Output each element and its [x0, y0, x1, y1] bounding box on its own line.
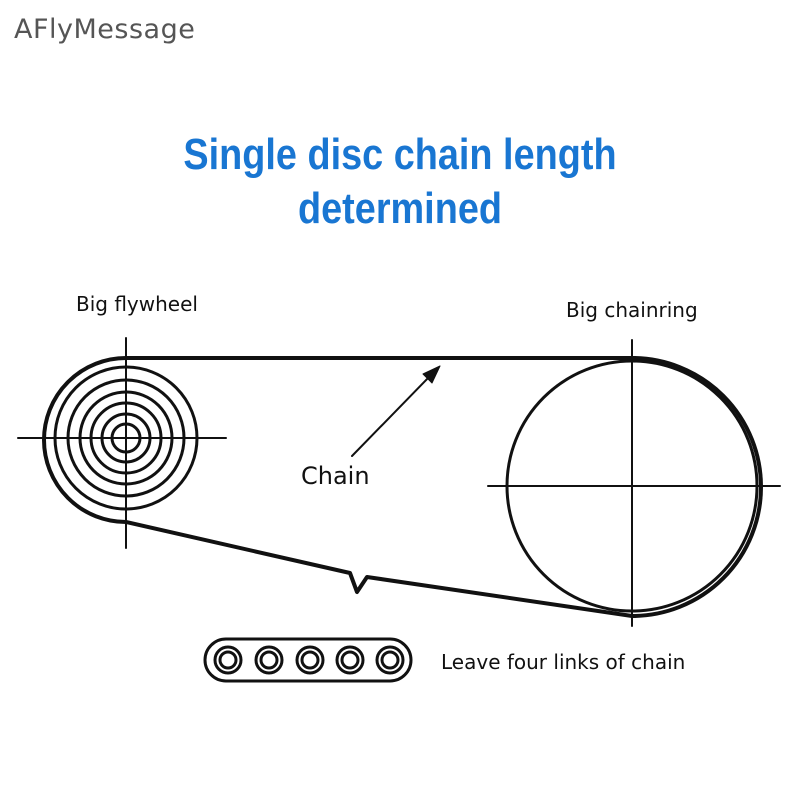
diagram-title: Single disc chain length determined [56, 128, 744, 236]
label-big-flywheel: Big flywheel [76, 292, 198, 316]
arrow-head [422, 365, 441, 384]
watermark-logo-text: AFlyMessage [14, 14, 196, 45]
chain-links-illustration [203, 637, 413, 683]
chain-pointer-arrow [351, 375, 431, 457]
chain-link-outline [203, 637, 413, 683]
flywheel-crosshair [17, 337, 227, 549]
chain-loop [42, 356, 763, 618]
label-chain: Chain [301, 462, 370, 490]
chain-rollers [213, 645, 405, 675]
chainring-crosshair [487, 339, 781, 627]
label-leave-four-links: Leave four links of chain [441, 650, 686, 674]
title-line-1: Single disc chain length [183, 130, 617, 179]
label-big-chainring: Big chainring [566, 298, 698, 322]
title-line-2: determined [298, 184, 502, 233]
